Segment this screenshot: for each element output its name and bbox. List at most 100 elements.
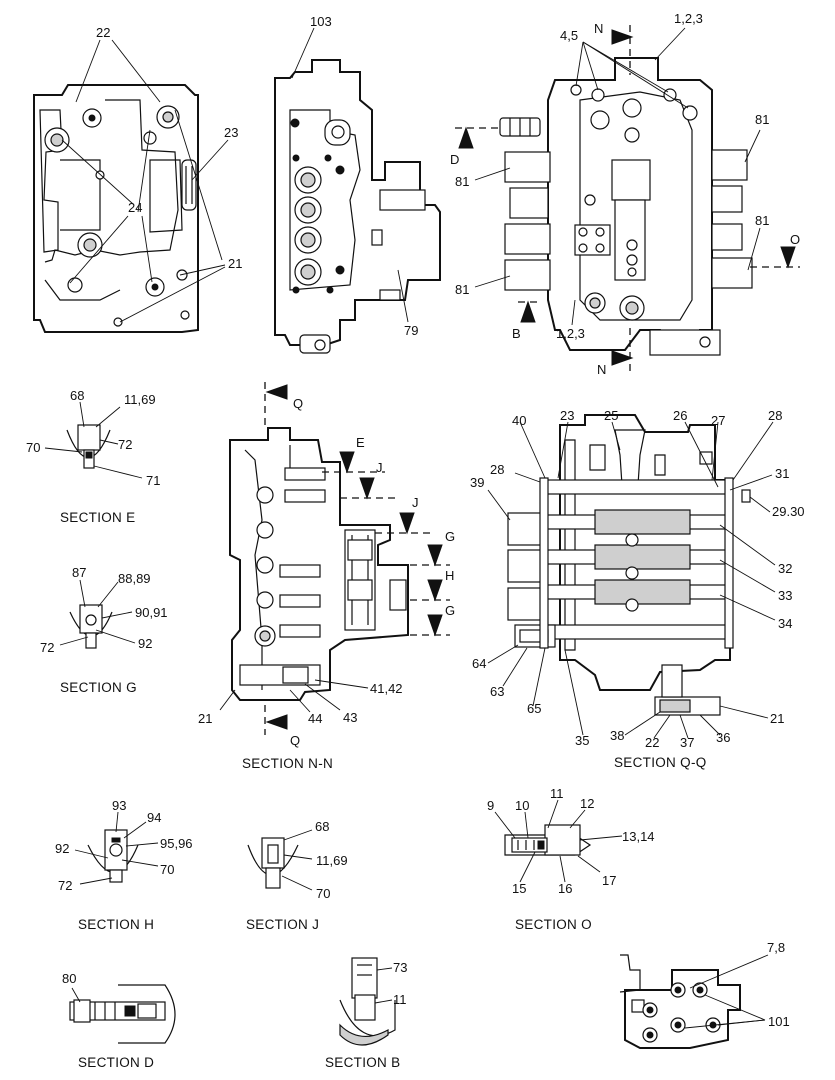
callout-label: 44 (308, 711, 322, 726)
callout-label: 1,2,3 (674, 11, 703, 26)
callout-label: 72 (40, 640, 54, 655)
callout-label: B (512, 326, 521, 341)
section-caption: SECTION N-N (242, 756, 333, 771)
callout-label: 81 (455, 282, 469, 297)
callout-label: 11 (550, 786, 564, 801)
callout-label: 103 (310, 14, 332, 29)
callout-label: 94 (147, 810, 161, 825)
callout-label: 17 (602, 873, 616, 888)
callout-label: 41,42 (370, 681, 403, 696)
section-caption: SECTION B (325, 1055, 400, 1070)
callout-label: 12 (580, 796, 594, 811)
callout-label: 64 (472, 656, 486, 671)
callout-label: 95,96 (160, 836, 193, 851)
callout-label: N (597, 362, 606, 377)
callout-label: 43 (343, 710, 357, 725)
callout-label: 23 (560, 408, 574, 423)
callout-label: Q (290, 733, 300, 748)
callout-label: 11,69 (316, 853, 348, 868)
callout-label: 21 (228, 256, 242, 271)
callout-label: 65 (527, 701, 541, 716)
callout-label: H (445, 568, 454, 583)
callout-label: 73 (393, 960, 407, 975)
callout-label: 68 (315, 819, 329, 834)
callout-label: 22 (645, 735, 659, 750)
callout-label: 38 (610, 728, 624, 743)
callout-label: 22 (96, 25, 110, 40)
callout-label: 90,91 (135, 605, 168, 620)
callout-label: J (376, 460, 383, 475)
callout-label: 87 (72, 565, 86, 580)
callout-label: 13,14 (622, 829, 655, 844)
callout-label: 72 (58, 878, 72, 893)
callout-label: 39 (470, 475, 484, 490)
callout-label: 34 (778, 616, 792, 631)
callout-label: N (594, 21, 603, 36)
callout-label: 101 (768, 1014, 790, 1029)
section-caption: SECTION H (78, 917, 154, 932)
callout-label: 72 (118, 437, 132, 452)
callout-label: 21 (770, 711, 784, 726)
view-detail (619, 954, 769, 1049)
callout-labels: 22 23 24 21 103 79 4,5 N 1,2,3 81 D 81 8… (26, 11, 805, 1070)
callout-label: 70 (160, 862, 174, 877)
callout-label: 63 (490, 684, 504, 699)
callout-label: Q (293, 396, 303, 411)
callout-label: 16 (558, 881, 572, 896)
callout-label: 1,2,3 (556, 326, 585, 341)
view-section-j (247, 829, 313, 891)
callout-label: 92 (138, 636, 152, 651)
callout-label: 70 (26, 440, 40, 455)
callout-label: 81 (755, 213, 769, 228)
callout-label: O (790, 232, 800, 247)
view-section-b (339, 957, 396, 1046)
callout-label: 15 (512, 881, 526, 896)
callout-label: E (356, 435, 365, 450)
callout-label: 92 (55, 841, 69, 856)
callout-label: 79 (404, 323, 418, 338)
callout-label: 31 (775, 466, 789, 481)
view-section-e (44, 401, 143, 479)
view-section-nn (219, 382, 450, 735)
view-top-right (455, 25, 800, 372)
view-section-qq (487, 414, 776, 739)
callout-label: 68 (70, 388, 84, 403)
callout-label: J (412, 495, 419, 510)
callout-label: G (445, 603, 455, 618)
view-top-left (33, 39, 229, 333)
callout-label: 23 (224, 125, 238, 140)
callout-label: 88,89 (118, 571, 151, 586)
section-caption: SECTION J (246, 917, 319, 932)
section-caption: SECTION E (60, 510, 135, 525)
callout-label: 11 (393, 992, 407, 1007)
callout-label: 10 (515, 798, 529, 813)
callout-label: G (445, 529, 455, 544)
view-section-o (494, 799, 623, 883)
callout-label: 29.30 (772, 504, 805, 519)
callout-label: 21 (198, 711, 212, 726)
view-section-d (69, 984, 176, 1044)
callout-label: 81 (455, 174, 469, 189)
callout-label: 93 (112, 798, 126, 813)
callout-label: D (450, 152, 459, 167)
callout-label: 26 (673, 408, 687, 423)
callout-label: 7,8 (767, 940, 785, 955)
callout-label: 35 (575, 733, 589, 748)
view-top-middle (274, 27, 441, 354)
section-caption: SECTION G (60, 680, 137, 695)
callout-label: 11,69 (124, 392, 156, 407)
section-caption: SECTION O (515, 917, 592, 932)
callout-label: 33 (778, 588, 792, 603)
section-caption: SECTION D (78, 1055, 154, 1070)
callout-label: 28 (490, 462, 504, 477)
view-section-g (59, 579, 136, 649)
callout-label: 70 (316, 886, 330, 901)
callout-label: 9 (487, 798, 494, 813)
callout-label: 81 (755, 112, 769, 127)
section-caption: SECTION Q-Q (614, 755, 707, 770)
callout-label: 32 (778, 561, 792, 576)
callout-label: 4,5 (560, 28, 578, 43)
callout-label: 37 (680, 735, 694, 750)
callout-label: 25 (604, 408, 618, 423)
